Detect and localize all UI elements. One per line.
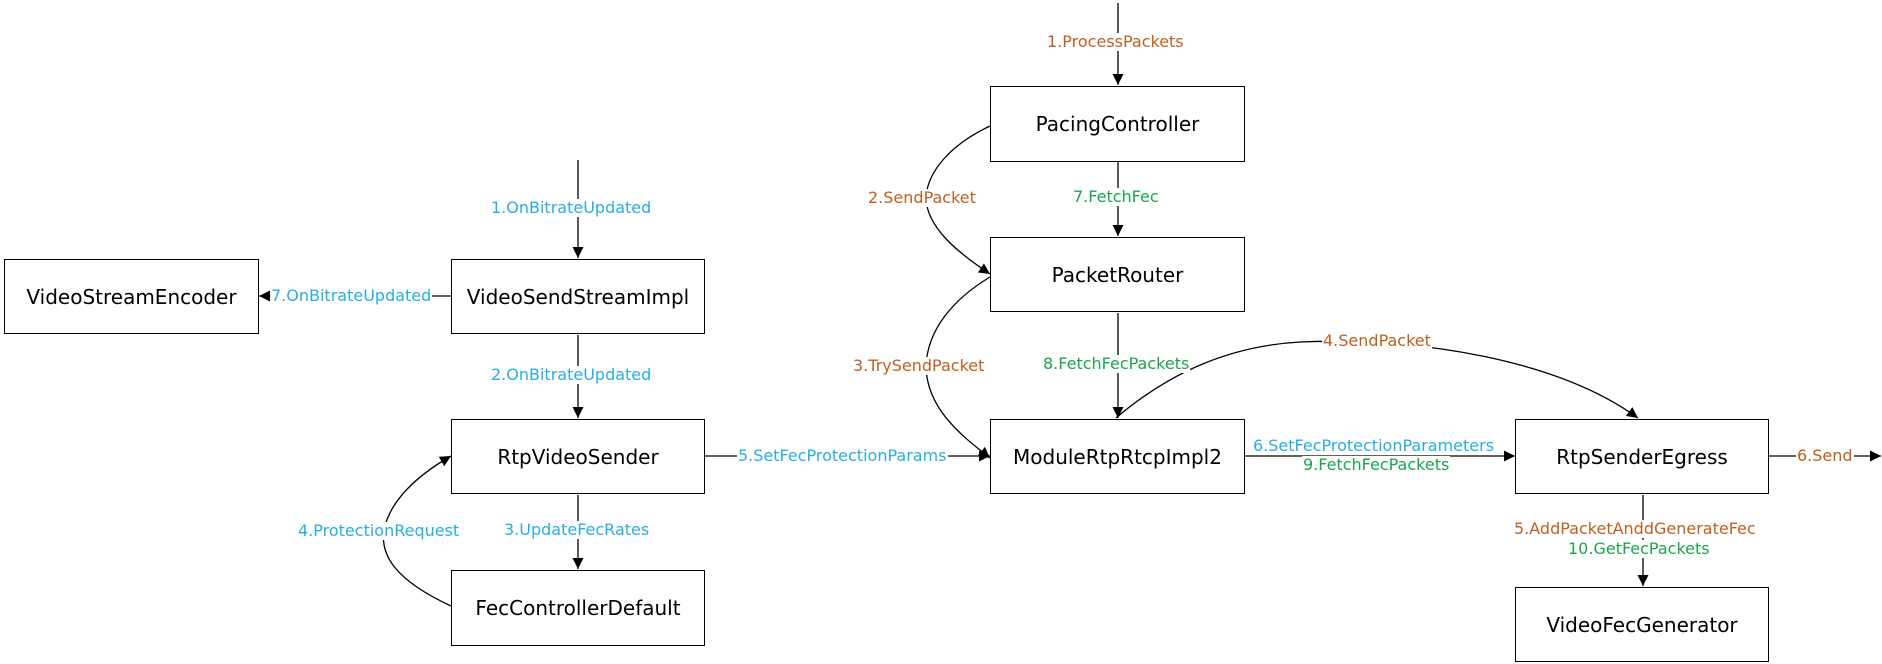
label-fetch-fec-packets-9: 9.FetchFecPackets [1302,455,1451,474]
label-send-6: 6.Send [1796,446,1854,465]
label-set-fec-protection-params: 5.SetFecProtectionParams [737,446,948,465]
box-label: PacketRouter [1051,262,1184,287]
box-module-rtp-rtcp-impl2: ModuleRtpRtcpImpl2 [990,419,1245,494]
label-protection-request: 4.ProtectionRequest [297,521,461,540]
label-on-bitrate-updated-7: 7.OnBitrateUpdated [270,286,433,305]
label-fetch-fec: 7.FetchFec [1072,187,1160,206]
label-set-fec-protection-parameters: 6.SetFecProtectionParameters [1252,436,1496,455]
box-rtp-video-sender: RtpVideoSender [451,419,705,494]
label-on-bitrate-updated-1: 1.OnBitrateUpdated [490,198,653,217]
box-label: VideoSendStreamImpl [466,284,690,309]
box-fec-controller-default: FecControllerDefault [451,570,705,646]
box-pacing-controller: PacingController [990,86,1245,162]
box-rtp-sender-egress: RtpSenderEgress [1515,419,1769,494]
box-label: ModuleRtpRtcpImpl2 [1013,444,1222,469]
label-fetch-fec-packets-8: 8.FetchFecPackets [1042,354,1191,373]
box-video-stream-encoder: VideoStreamEncoder [4,259,259,334]
label-add-packet-and-generate-fec: 5.AddPacketAnddGenerateFec [1513,519,1757,538]
box-label: PacingController [1035,112,1200,136]
box-label: RtpVideoSender [497,444,659,469]
box-video-fec-generator: VideoFecGenerator [1515,587,1769,662]
label-send-packet-2: 2.SendPacket [867,188,977,207]
label-update-fec-rates: 3.UpdateFecRates [503,520,651,539]
label-get-fec-packets: 10.GetFecPackets [1567,539,1711,558]
label-try-send-packet: 3.TrySendPacket [852,356,986,375]
arrow-send-packet-arc [1115,340,1639,419]
box-label: VideoFecGenerator [1546,612,1738,637]
box-label: VideoStreamEncoder [26,284,237,309]
box-label: RtpSenderEgress [1556,444,1728,469]
box-label: FecControllerDefault [475,596,681,620]
label-on-bitrate-updated-2: 2.OnBitrateUpdated [490,365,653,384]
box-packet-router: PacketRouter [990,237,1245,312]
label-process-packets: 1.ProcessPackets [1046,32,1185,51]
label-send-packet-4: 4.SendPacket [1322,331,1432,350]
box-video-send-stream-impl: VideoSendStreamImpl [451,259,705,334]
